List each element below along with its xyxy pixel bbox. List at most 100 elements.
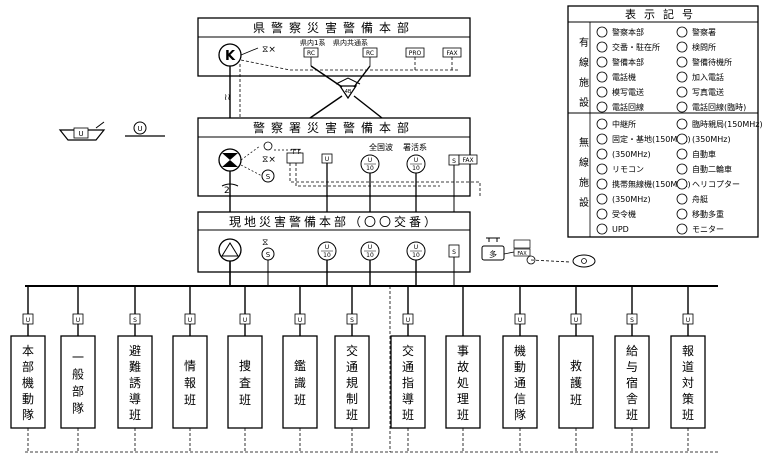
relay-station-icon: 4B (309, 65, 383, 119)
legend-row: 固定・基地(150MHz)(350MHz) (596, 133, 731, 145)
legend-label: 移動多重 (692, 209, 724, 219)
svg-text:10: 10 (323, 252, 331, 259)
unit-name-char: 動 (514, 360, 526, 374)
unit-name-char: 指 (402, 375, 414, 390)
unit-frame (558, 335, 594, 429)
unit-badge: S (133, 317, 137, 324)
legend-row: (350MHz)自動車 (596, 148, 716, 160)
svg-text:10: 10 (366, 252, 374, 259)
unit-name-char: 班 (184, 393, 196, 407)
unit-badge: U (188, 317, 192, 324)
phone-icon: ⧖× (262, 45, 276, 55)
unit-name-char: 事 (457, 344, 469, 358)
svg-text:S: S (452, 158, 456, 165)
legend-row: 交番・駐在所検問所 (596, 41, 716, 53)
unit-box: U 捜査班 (227, 286, 263, 452)
legend-group-wireless: 無線施設 (579, 136, 589, 209)
unit-name-char: 隊 (22, 407, 34, 422)
legend-row: 警備本部 警備待機所 (596, 56, 732, 68)
svg-text:U: U (368, 157, 372, 164)
car-u-icon: U (125, 121, 165, 137)
svg-text:K: K (225, 49, 236, 64)
unit-name-char: 般 (72, 367, 84, 382)
legend-row: リモコン自動二輪車 (596, 163, 732, 175)
unit-name-char: 班 (294, 393, 306, 407)
base-station-icon: U 10 (360, 154, 380, 174)
vehicle-icon (572, 254, 596, 268)
legend-row: 中継所臨時親局(150MHz) (596, 118, 763, 130)
legend-label: 警備待機所 (692, 57, 732, 67)
legend-label: 警備本部 (612, 57, 644, 67)
unit-badge: U (406, 317, 410, 324)
system-label-2: 県内共通系 (333, 38, 368, 47)
unit-name-char: 与 (626, 360, 638, 374)
svg-text:U: U (368, 244, 372, 251)
unit-badge: S (350, 317, 354, 324)
legend-label: 携帯無線機(150MHz) (612, 179, 691, 189)
svg-text:多: 多 (489, 249, 497, 259)
unit-name-char: 機 (22, 375, 34, 390)
unit-name-char: 理 (457, 392, 469, 406)
unit-name-char: 隊 (72, 401, 84, 416)
unit-name-char: 信 (514, 392, 526, 406)
unit-name-char: 班 (626, 408, 638, 422)
unit-name-char: 隊 (514, 407, 526, 422)
svg-text:10: 10 (366, 165, 374, 172)
unit-frame (60, 335, 96, 429)
unit-badge: U (26, 317, 30, 324)
legend-label: 受令機 (612, 209, 636, 219)
legend-label: モニター (692, 225, 724, 234)
station-hq-title: 警察署災害警備本部 (253, 120, 415, 135)
units-group: U本部機動隊U一般部隊S避難誘導班U情報班U捜査班U鑑識班S交通規制班U交通指導… (10, 286, 706, 452)
legend-label: 舟艇 (692, 194, 708, 204)
svg-text:U: U (414, 244, 418, 251)
unit-name-char: 部 (22, 359, 34, 374)
station-hq-box: 警察署災害警備本部 全国波 署活系 ⧖× S ┬┬ U U 10 U 10 (197, 117, 481, 197)
unit-name-char: 査 (239, 376, 251, 390)
boat-icon: U (58, 121, 106, 141)
unit-name-char: 班 (346, 408, 358, 422)
system-label-1: 県内1系 (300, 38, 325, 47)
unit-frame (670, 335, 706, 429)
svg-text:U: U (325, 156, 329, 163)
system-label-national: 全国波 (369, 142, 393, 152)
unit-name-char: 識 (294, 376, 306, 390)
legend-row: 携帯無線機(150MHz)ヘリコプター (596, 178, 740, 190)
unit-name-char: 動 (22, 392, 34, 406)
unit-frame (282, 335, 318, 429)
field-hq-icon (218, 238, 242, 262)
unit-name-char: 捜 (239, 359, 251, 373)
svg-text:FAX: FAX (517, 251, 527, 257)
legend-label: 交番・駐在所 (612, 42, 660, 52)
legend-label: リモコン (612, 165, 644, 174)
field-hq-title: 現地災害警備本部（〇〇交番） (229, 214, 439, 229)
base-station-icon: U 10 (406, 154, 426, 174)
unit-name-char: 通 (402, 360, 414, 374)
unit-badge: U (298, 317, 302, 324)
fax-icon (458, 154, 478, 165)
unit-badge: U (243, 317, 247, 324)
svg-text:S: S (266, 173, 271, 181)
unit-frame (614, 335, 650, 429)
legend-label: (350MHz) (612, 195, 651, 204)
unit-name-char: 班 (239, 393, 251, 407)
unit-badge: U (686, 317, 690, 324)
unit-frame (390, 335, 426, 429)
unit-name-char: 通 (514, 376, 526, 390)
legend-label: 写真電送 (692, 87, 724, 97)
unit-name-char: 護 (570, 375, 582, 390)
unit-name-char: 制 (346, 392, 358, 406)
legend-label: 警察本部 (612, 27, 644, 37)
mobile-multiplex-icon: 多 (481, 237, 505, 261)
unit-name-char: 導 (402, 392, 414, 406)
svg-text:U: U (137, 125, 142, 133)
unit-name-char: 宿 (626, 375, 638, 390)
legend-row: (350MHz) 舟艇 (596, 193, 708, 205)
